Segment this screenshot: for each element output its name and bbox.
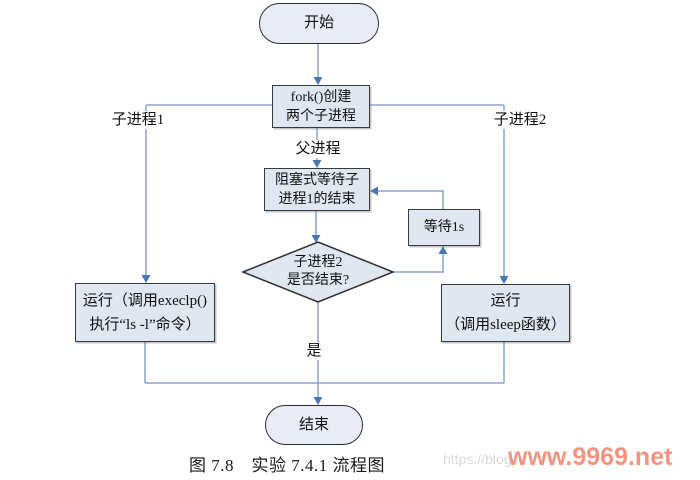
node-block-wait: 阻塞式等待子 进程1的结束	[264, 168, 370, 211]
watermark-site-text: www.9969.net	[508, 443, 673, 471]
arrowhead-icon	[313, 77, 323, 85]
edge-label-yes: 是	[303, 342, 325, 360]
node-end: 结束	[265, 405, 363, 445]
edge-label-child-process-2: 子进程2	[484, 111, 556, 129]
arrowhead-icon	[438, 246, 448, 254]
node-fork: fork()创建 两个子进程	[272, 85, 370, 128]
arrowhead-icon	[141, 275, 151, 283]
node-start: 开始	[259, 3, 379, 44]
node-block-wait-line2: 进程1的结束	[278, 191, 356, 207]
node-decision-line2: 是否结束?	[286, 273, 350, 288]
arrowhead-icon	[313, 397, 323, 405]
decision-diamond-shape	[240, 241, 396, 303]
arrowhead-icon	[311, 235, 321, 243]
node-run-execlp: 运行（调用execlp() 执行“ls -l”命令）	[75, 283, 215, 342]
node-run-sleep-line2: （调用sleep函数）	[445, 317, 566, 333]
node-end-label: 结束	[298, 416, 329, 433]
edge-label-parent-process: 父进程	[292, 140, 344, 158]
node-fork-line1: fork()创建	[290, 89, 352, 105]
node-run-execlp-line1: 运行（调用execlp()	[82, 292, 208, 309]
arrowhead-icon	[312, 160, 322, 168]
node-wait-1s: 等待1s	[408, 209, 480, 246]
arrowhead-icon	[370, 186, 378, 196]
arrowhead-icon	[499, 276, 509, 284]
node-decision-line1: 子进程2	[293, 255, 343, 270]
node-fork-line2: 两个子进程	[286, 108, 356, 124]
watermark-url-text: https://blog	[443, 451, 512, 467]
node-block-wait-line1: 阻塞式等待子	[275, 172, 359, 188]
node-wait-1s-label: 等待1s	[423, 220, 465, 235]
node-run-sleep-line1: 运行	[490, 293, 521, 309]
node-run-execlp-line2: 执行“ls -l”命令）	[89, 316, 201, 333]
node-run-sleep: 运行 （调用sleep函数）	[441, 284, 570, 342]
node-start-label: 开始	[303, 15, 334, 31]
edge-decision-to-wait1s	[393, 253, 444, 273]
edge-label-child-process-1: 子进程1	[104, 111, 172, 129]
edge-wait1s-to-blockwait	[377, 190, 444, 209]
node-decision: 子进程2 是否结束?	[251, 246, 385, 298]
figure-caption: 图 7.8 实验 7.4.1 流程图	[189, 456, 385, 475]
